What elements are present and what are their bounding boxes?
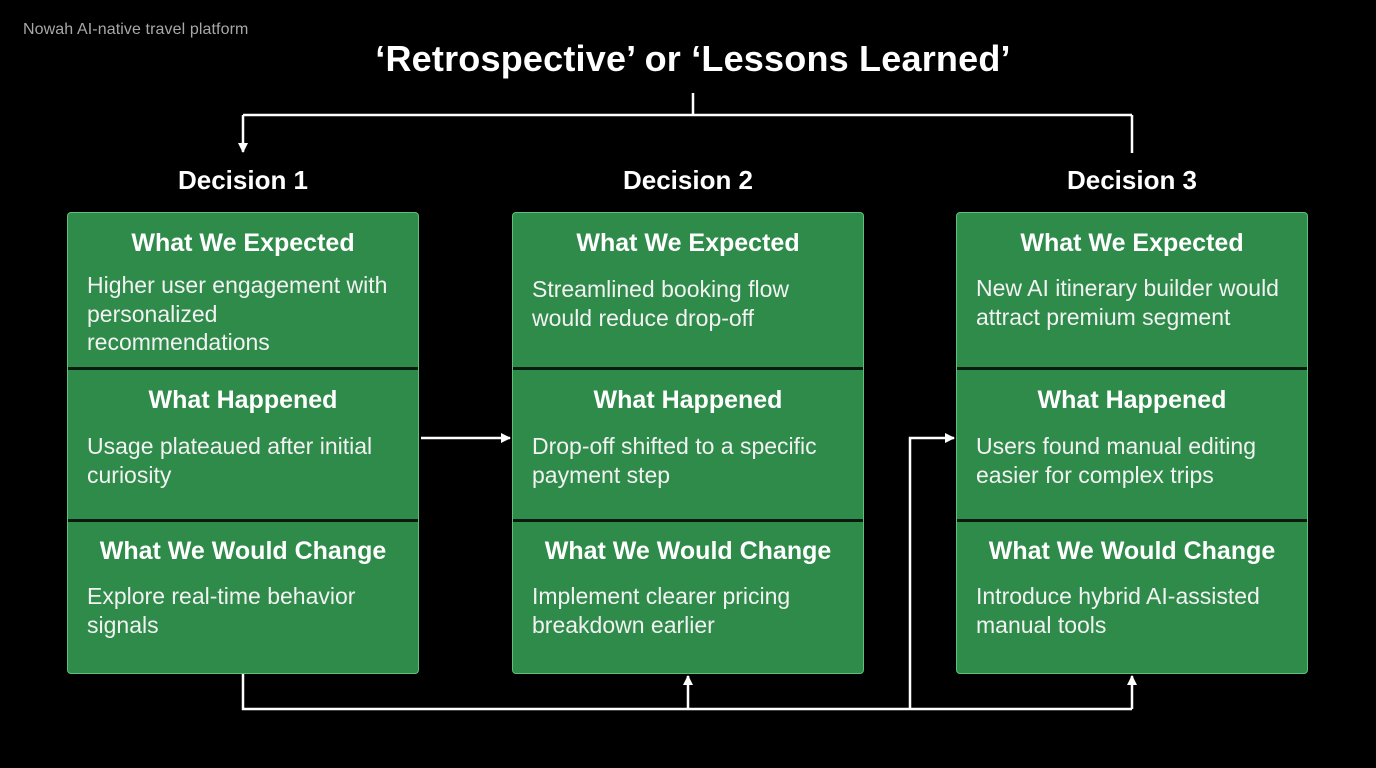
happened-title: What Happened bbox=[148, 386, 338, 414]
happened-section: What Happened Users found manual editing… bbox=[957, 367, 1307, 519]
happened-text: Users found manual editing easier for co… bbox=[976, 433, 1256, 488]
expected-section: What We Expected New AI itinerary builde… bbox=[957, 213, 1307, 367]
expected-text: Higher user engagement with personalized… bbox=[87, 272, 388, 355]
decision-2-card: What We Expected Streamlined booking flo… bbox=[512, 212, 864, 674]
happened-title: What Happened bbox=[593, 386, 783, 414]
expected-text: Streamlined booking flow would reduce dr… bbox=[532, 276, 789, 331]
change-title: What We Would Change bbox=[988, 537, 1276, 565]
decision-3-card: What We Expected New AI itinerary builde… bbox=[956, 212, 1308, 674]
happened-title: What Happened bbox=[1037, 386, 1227, 414]
expected-section: What We Expected Higher user engagement … bbox=[68, 213, 418, 367]
expected-title: What We Expected bbox=[576, 229, 800, 257]
change-title: What We Would Change bbox=[544, 537, 832, 565]
change-title: What We Would Change bbox=[99, 537, 387, 565]
expected-title: What We Expected bbox=[1020, 229, 1244, 257]
change-text: Introduce hybrid AI-assisted manual tool… bbox=[976, 583, 1260, 638]
change-text: Explore real-time behavior signals bbox=[87, 583, 356, 638]
change-section: What We Would Change Introduce hybrid AI… bbox=[957, 519, 1307, 673]
decision-1-card: What We Expected Higher user engagement … bbox=[67, 212, 419, 674]
bottom-bracket-line bbox=[241, 673, 1132, 711]
brand-label: Nowah AI-native travel platform bbox=[23, 21, 249, 38]
change-text: Implement clearer pricing breakdown earl… bbox=[532, 583, 791, 638]
expected-text: New AI itinerary builder would attract p… bbox=[976, 275, 1279, 330]
change-section: What We Would Change Implement clearer p… bbox=[513, 519, 863, 673]
expected-title: What We Expected bbox=[131, 229, 355, 257]
decision-3-heading: Decision 3 bbox=[1066, 165, 1198, 195]
happened-section: What Happened Usage plateaued after init… bbox=[68, 367, 418, 519]
page-title: ‘Retrospective’ or ‘Lessons Learned’ bbox=[375, 38, 1011, 79]
decision-1-heading: Decision 1 bbox=[177, 165, 309, 195]
arrow-into-card3 bbox=[908, 433, 955, 709]
expected-section: What We Expected Streamlined booking flo… bbox=[513, 213, 863, 367]
change-section: What We Would Change Explore real-time b… bbox=[68, 519, 418, 673]
happened-text: Usage plateaued after initial curiosity bbox=[87, 433, 373, 488]
happened-text: Drop-off shifted to a specific payment s… bbox=[532, 433, 817, 488]
decision-2-heading: Decision 2 bbox=[622, 165, 754, 195]
happened-section: What Happened Drop-off shifted to a spec… bbox=[513, 367, 863, 519]
